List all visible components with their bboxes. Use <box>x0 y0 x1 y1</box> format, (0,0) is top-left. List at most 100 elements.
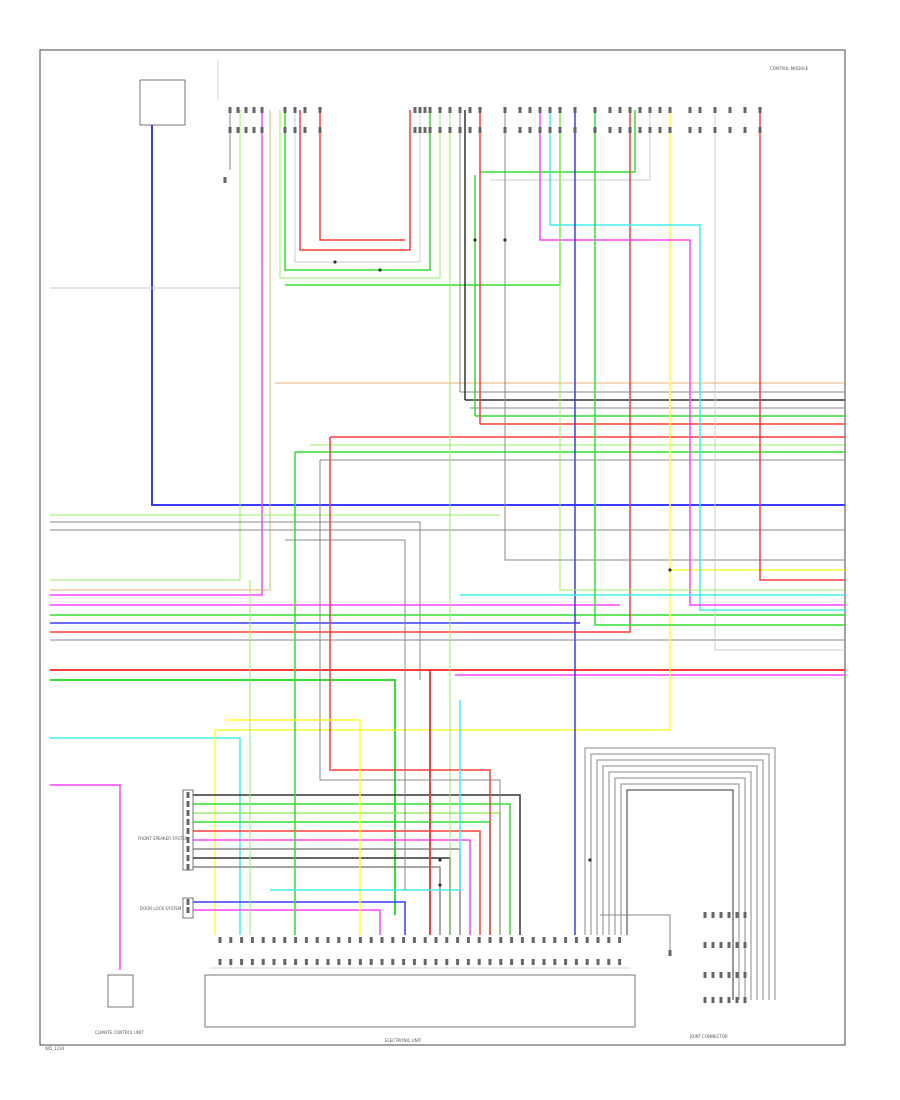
top-pin <box>236 127 240 133</box>
top-pin <box>688 127 692 133</box>
joint-pin <box>727 912 731 918</box>
bottom-pin-bot <box>358 959 362 965</box>
joint-pin <box>727 972 731 978</box>
bottom-pin-top <box>542 937 546 943</box>
wire-ladder-3 <box>602 765 758 1000</box>
top-pin <box>628 127 632 133</box>
top-pin-2 <box>518 107 522 113</box>
wire-ladder-4 <box>608 771 752 1000</box>
wire-green-top-h <box>480 110 636 173</box>
wire-speaker-1 <box>193 803 511 935</box>
top-pin-2 <box>743 107 747 113</box>
wire-orange-a <box>50 110 271 591</box>
wire-red-right <box>759 110 845 581</box>
top-left-module <box>139 79 186 126</box>
doorlock-pin <box>186 907 190 913</box>
left-mid2-box-label: DOOR LOCK SYSTEM <box>140 906 182 911</box>
joint-pin <box>743 972 747 978</box>
bottom-pin-bot <box>240 959 244 965</box>
bottom-pin-bot <box>348 959 352 965</box>
wire-ladder-6 <box>620 783 740 1000</box>
top-pin <box>758 127 762 133</box>
wire-ltgreen-right <box>559 110 845 591</box>
top-pin-2 <box>668 107 672 113</box>
bottom-pin-top <box>488 937 492 943</box>
wire-gray-v-3 <box>285 539 406 890</box>
top-pin <box>438 127 442 133</box>
ground-top-left <box>223 177 227 183</box>
top-right-label: CONTROL MODULE <box>770 66 809 71</box>
wire-green-right <box>594 110 845 626</box>
wire-red-mid <box>50 110 631 633</box>
wire-ladder-7 <box>626 789 734 1000</box>
top-pin-2 <box>448 107 452 113</box>
top-pin <box>228 127 232 133</box>
top-pin-2 <box>608 107 612 113</box>
top-pin <box>252 127 256 133</box>
speaker-pin <box>186 792 190 798</box>
top-pin-2 <box>648 107 652 113</box>
top-pin-2 <box>228 107 232 113</box>
top-pin <box>608 127 612 133</box>
diagram-border <box>39 49 846 1046</box>
bottom-pin-top <box>229 937 233 943</box>
top-pin-2 <box>628 107 632 113</box>
left-mid-box-label: FRONT SPEAKER SYSTEM <box>138 836 189 841</box>
bottom-pin-top <box>272 937 276 943</box>
joint-pin <box>727 942 731 948</box>
bottom-pin-bot <box>596 959 600 965</box>
wire-speaker-6 <box>193 848 461 935</box>
wire-cyan-v-2 <box>270 700 461 891</box>
joint-pin <box>703 997 707 1003</box>
bottom-pin-top <box>574 937 578 943</box>
top-pin-2 <box>658 107 662 113</box>
wire-ltgreen-loop <box>279 110 441 279</box>
speaker-pin <box>186 855 190 861</box>
bottom-pin-bot <box>477 959 481 965</box>
bottom-pin-top <box>294 937 298 943</box>
bottom-pin-bot <box>445 959 449 965</box>
top-pin <box>503 127 507 133</box>
bottom-pin-top <box>607 937 611 943</box>
top-pin <box>428 127 432 133</box>
wire-red-v-2 <box>329 437 491 935</box>
splice-dot <box>333 260 337 264</box>
top-pin-2 <box>503 107 507 113</box>
bottom-pin-top <box>402 937 406 943</box>
top-pin-2 <box>558 107 562 113</box>
splice-dot <box>503 238 507 242</box>
wire-gray-v-2 <box>319 460 501 935</box>
wire-speaker-5 <box>193 839 471 935</box>
top-pin <box>518 127 522 133</box>
wire-ground-lead <box>600 914 671 950</box>
wire-red-loop <box>299 110 411 251</box>
top-pin <box>713 127 717 133</box>
top-pin-2 <box>728 107 732 113</box>
top-pin <box>423 127 427 133</box>
wire-ladder-5 <box>614 777 746 1000</box>
wire-gray-mid-1 <box>50 521 421 680</box>
top-pin <box>538 127 542 133</box>
wire-speaker-3 <box>193 821 491 935</box>
top-pin <box>573 127 577 133</box>
ground-pin <box>668 950 672 956</box>
bottom-pin-bot <box>337 959 341 965</box>
top-pin-2 <box>252 107 256 113</box>
top-pin-2 <box>478 107 482 113</box>
bottom-pin-top <box>618 937 622 943</box>
top-pin-2 <box>528 107 532 113</box>
bottom-pin-top <box>585 937 589 943</box>
wire-speaker-0 <box>193 794 521 935</box>
joint-pin <box>719 997 723 1003</box>
joint-pin <box>719 912 723 918</box>
top-pin <box>648 127 652 133</box>
wire-doorlock-blue <box>193 901 406 935</box>
top-pin-2 <box>688 107 692 113</box>
wire-speaker-4 <box>193 830 481 935</box>
joint-pin <box>711 912 715 918</box>
top-pin <box>638 127 642 133</box>
bottom-pin-top <box>261 937 265 943</box>
top-pin <box>418 127 422 133</box>
splice-dot <box>438 858 442 862</box>
top-pin <box>260 127 264 133</box>
